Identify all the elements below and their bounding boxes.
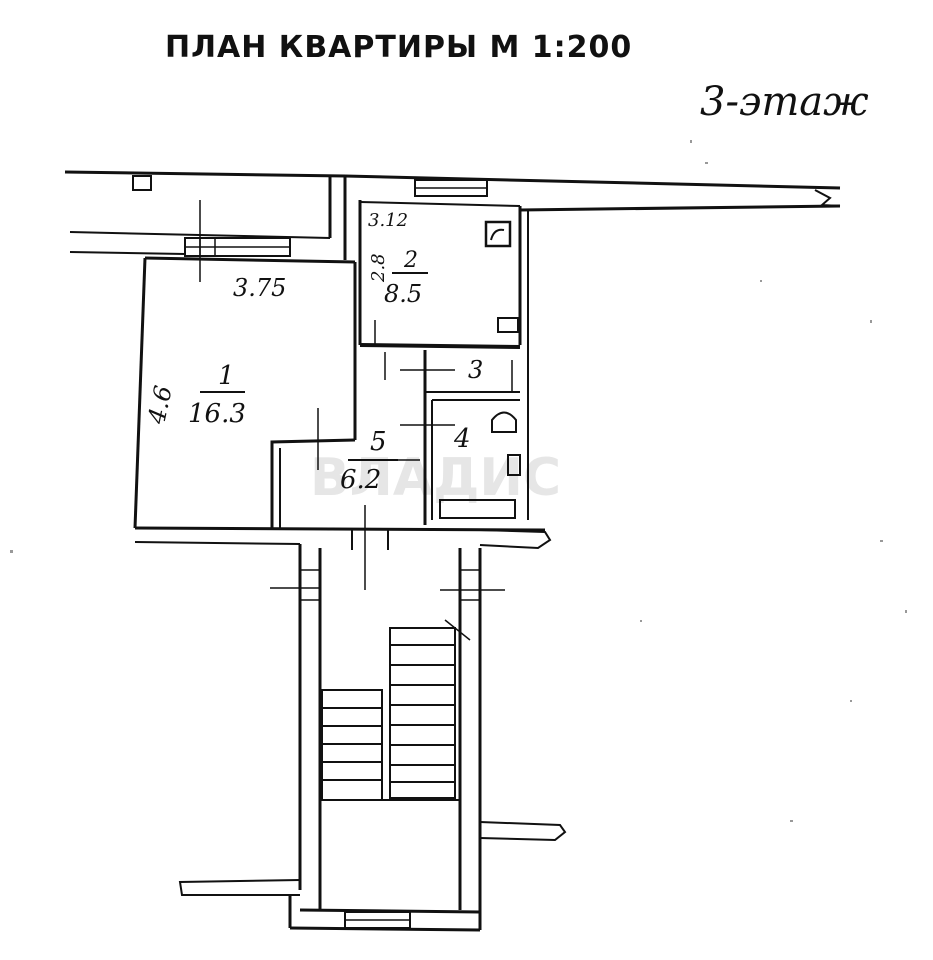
window-room-2 — [414, 179, 488, 197]
room-1 — [133, 256, 546, 545]
floor-note: 3-этаж — [700, 79, 869, 125]
window-stairwell — [344, 911, 411, 929]
room-5-number: 5 — [370, 427, 387, 457]
radiator-icon — [507, 454, 521, 476]
stair-flight-right — [389, 627, 456, 799]
room-2 — [358, 200, 529, 520]
building-outline — [64, 170, 841, 260]
window-room-1 — [184, 200, 291, 282]
room-4 — [400, 399, 520, 520]
room-1-width: 3.75 — [233, 274, 286, 302]
room-2-width: 3.12 — [368, 210, 408, 231]
room-1-area: 16.3 — [188, 399, 246, 429]
stove-icon — [484, 220, 512, 248]
room-1-number: 1 — [218, 361, 235, 391]
stairwell — [270, 544, 505, 930]
room-2-area: 8.5 — [384, 280, 422, 308]
room-3 — [384, 350, 520, 525]
room-4-number: 4 — [453, 424, 471, 454]
washbasin-icon — [491, 411, 517, 433]
sink-icon — [497, 317, 519, 333]
room-2-number: 2 — [403, 248, 418, 273]
room-2-length: 2.8 — [368, 253, 389, 283]
plan-title: ПЛАН КВАРТИРЫ М 1:200 — [165, 30, 632, 65]
room-1-length: 4.6 — [142, 383, 178, 427]
stair-flight-left — [321, 619, 471, 801]
scan-noise — [10, 140, 907, 822]
stair-landing — [178, 799, 567, 932]
room-3-number: 3 — [468, 356, 483, 384]
room-5-area: 6.2 — [340, 465, 381, 495]
entrance-door — [351, 505, 552, 590]
